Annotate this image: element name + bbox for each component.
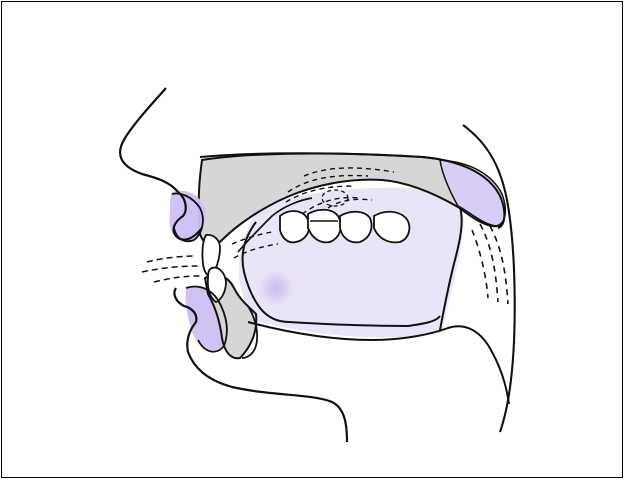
molar-row xyxy=(280,210,409,243)
pharynx-dash-3 xyxy=(490,226,508,304)
airflow-line-1 xyxy=(147,256,196,262)
tongue-highlight xyxy=(258,270,294,306)
airflow-line-2 xyxy=(142,266,198,272)
oral-cavity-region xyxy=(239,188,464,338)
airflow-line-3 xyxy=(154,276,200,282)
molar-2 xyxy=(308,210,341,243)
pharynx-dash-1 xyxy=(472,230,488,298)
molar-3 xyxy=(340,212,372,243)
molar-1 xyxy=(280,211,309,242)
